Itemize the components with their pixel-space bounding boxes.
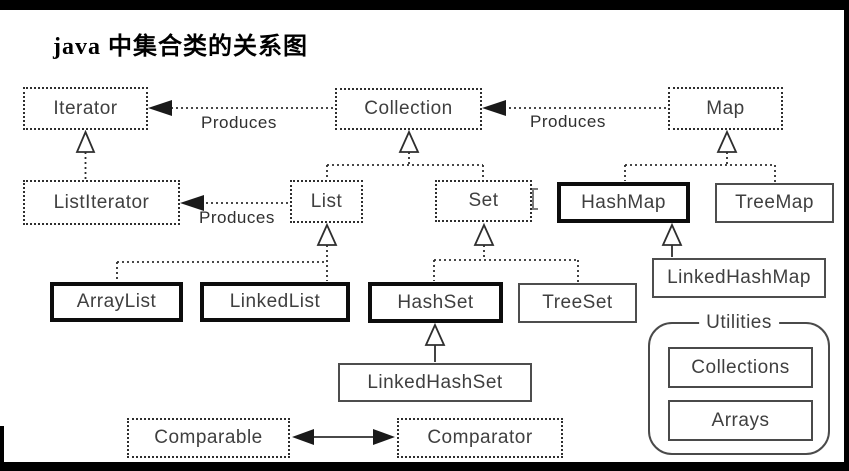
produces-label-listiterator: Produces [199, 208, 275, 227]
node-listiterator: ListIterator [23, 180, 180, 225]
node-treeset: TreeSet [518, 283, 637, 323]
frame-left-sliver [0, 426, 4, 471]
diagram-title: java 中集合类的关系图 [53, 34, 308, 60]
node-linkedlist: LinkedList [200, 282, 350, 322]
edge-linkedhashset-extends-hashset [424, 322, 446, 362]
node-treemap: TreeMap [715, 183, 834, 223]
edge-list-set-extend-collection [326, 129, 484, 179]
edge-linkedhashmap-extends-hashmap [661, 222, 683, 257]
utilities-group: Utilities Collections Arrays [648, 312, 830, 455]
produces-label-collection: Produces [530, 112, 606, 131]
node-hashset: HashSet [368, 282, 503, 323]
frame-bottom-bar [0, 462, 849, 471]
produces-label-iterator: Produces [201, 113, 277, 132]
edge-listiterator-extends-iterator [75, 129, 96, 179]
node-set: Set [435, 180, 532, 222]
edge-comparable-comparator [292, 429, 395, 445]
frame-right-bar [844, 0, 849, 471]
edge-arraylist-linkedlist-extend-list [116, 222, 338, 281]
edge-hashset-treeset-extend-set [433, 222, 579, 282]
node-map: Map [668, 87, 783, 130]
node-comparator: Comparator [397, 418, 563, 458]
utilities-group-label: Utilities [699, 312, 779, 334]
node-arraylist: ArrayList [50, 282, 183, 322]
frame-top-bar [0, 0, 849, 10]
node-list: List [290, 180, 363, 223]
node-linkedhashmap: LinkedHashMap [652, 258, 826, 298]
edge-hashmap-treemap-extend-map [624, 129, 776, 182]
node-linkedhashset: LinkedHashSet [338, 363, 532, 402]
node-comparable: Comparable [127, 418, 290, 458]
node-collections-utility: Collections [668, 347, 813, 388]
node-hashmap: HashMap [557, 182, 690, 223]
node-iterator: Iterator [23, 87, 148, 130]
node-arrays-utility: Arrays [668, 400, 813, 441]
node-collection: Collection [335, 88, 482, 130]
